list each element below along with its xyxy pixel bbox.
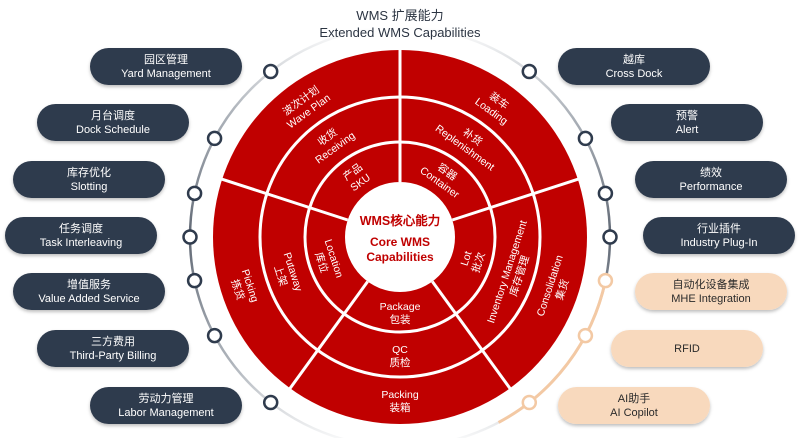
capability-label-en: Slotting bbox=[71, 181, 108, 193]
left-capability-2[interactable]: 库存优化 Slotting bbox=[13, 161, 165, 198]
left-connector-dot bbox=[262, 63, 279, 80]
capability-pill-bg bbox=[37, 104, 189, 141]
right-capability-0[interactable]: 越库 Cross Dock bbox=[558, 48, 710, 85]
capability-label-en: Yard Management bbox=[121, 68, 211, 80]
right-connector-dot bbox=[602, 229, 618, 245]
capability-pill-bg bbox=[611, 330, 763, 367]
right-connector-dot bbox=[577, 327, 594, 344]
left-connector-dot bbox=[206, 327, 223, 344]
capability-label-en: Value Added Service bbox=[38, 293, 139, 305]
capability-pill-bg bbox=[5, 217, 157, 254]
capability-label-en: Third-Party Billing bbox=[70, 350, 157, 362]
left-connector-dot bbox=[186, 272, 203, 289]
sector-divider bbox=[451, 177, 580, 222]
capability-label-zh: AI助手 bbox=[618, 391, 650, 405]
segment-label-line2: 质检 bbox=[390, 356, 411, 369]
left-capability-1[interactable]: 月台调度 Dock Schedule bbox=[37, 104, 189, 141]
capability-pill-bg bbox=[13, 273, 165, 310]
segment-label-line1: QC bbox=[392, 344, 408, 356]
segment-right-inner[interactable]: Lot批次 bbox=[458, 246, 488, 275]
segment-label-line2: 装箱 bbox=[390, 401, 411, 414]
capability-label-en: Industry Plug-In bbox=[680, 237, 757, 249]
core-title-en-1: Core WMS bbox=[370, 235, 430, 249]
capability-label-en: MHE Integration bbox=[671, 293, 750, 305]
capability-label-zh: 增值服务 bbox=[67, 277, 111, 291]
right-connector-dot bbox=[577, 130, 594, 147]
right-capability-3[interactable]: 行业插件 Industry Plug-In bbox=[643, 217, 795, 254]
left-capability-0[interactable]: 园区管理 Yard Management bbox=[90, 48, 242, 85]
capability-label-en: Cross Dock bbox=[606, 68, 663, 80]
capability-label-en: AI Copilot bbox=[610, 407, 658, 419]
segment-label-line1: Lot bbox=[459, 250, 475, 268]
right-capability-6[interactable]: AI助手 AI Copilot bbox=[558, 387, 710, 424]
segment-label-line2: 集货 bbox=[553, 278, 572, 302]
left-capability-4[interactable]: 增值服务 Value Added Service bbox=[13, 273, 165, 310]
left-connector-dot bbox=[186, 185, 203, 202]
core-wheel: WMS核心能力 Core WMS Capabilities 产品SKU收货Rec… bbox=[213, 49, 587, 424]
capability-label-zh: 越库 bbox=[623, 52, 645, 66]
sector-divider bbox=[220, 177, 349, 222]
capability-pill-bg bbox=[90, 387, 242, 424]
capability-pill-bg bbox=[558, 387, 710, 424]
capability-label-zh: 预警 bbox=[676, 108, 698, 122]
right-connector-dot bbox=[521, 63, 538, 80]
right-capability-5[interactable]: RFID bbox=[611, 330, 763, 367]
left-capability-6[interactable]: 劳动力管理 Labor Management bbox=[90, 387, 242, 424]
core-title-zh: WMS核心能力 bbox=[360, 213, 441, 228]
capability-label-zh: 行业插件 bbox=[697, 221, 741, 235]
left-capability-3[interactable]: 任务调度 Task Interleaving bbox=[5, 217, 157, 254]
segment-label-line1: Packing bbox=[381, 389, 419, 401]
core-center bbox=[345, 182, 455, 292]
segment-label-line1: Package bbox=[380, 301, 421, 313]
capability-label-zh: 园区管理 bbox=[144, 52, 188, 66]
capability-pill-bg bbox=[558, 48, 710, 85]
right-connector-dot bbox=[597, 272, 614, 289]
capability-label-en: RFID bbox=[674, 343, 700, 355]
capability-label-zh: 劳动力管理 bbox=[139, 391, 194, 405]
segment-label-line2: 批次 bbox=[469, 250, 488, 274]
capability-label-zh: 任务调度 bbox=[59, 221, 103, 235]
capability-label-zh: 绩效 bbox=[700, 165, 722, 179]
title-zh: WMS 扩展能力 bbox=[356, 8, 443, 23]
left-connector-dot bbox=[182, 229, 198, 245]
title-en: Extended WMS Capabilities bbox=[319, 25, 481, 40]
capability-pill-bg bbox=[13, 161, 165, 198]
left-connector-dot bbox=[206, 130, 223, 147]
outer-arc-peach bbox=[497, 280, 607, 424]
capability-label-en: Labor Management bbox=[118, 407, 213, 419]
right-capability-1[interactable]: 预警 Alert bbox=[611, 104, 763, 141]
capability-label-zh: 三方费用 bbox=[91, 334, 135, 348]
capability-pill-bg bbox=[643, 217, 795, 254]
right-capability-2[interactable]: 绩效 Performance bbox=[635, 161, 787, 198]
capability-label-en: Alert bbox=[676, 124, 699, 136]
sector-divider bbox=[431, 280, 512, 390]
segment-label-line2: 包装 bbox=[390, 313, 411, 326]
capability-pill-bg bbox=[90, 48, 242, 85]
core-title-en-2: Capabilities bbox=[366, 250, 434, 264]
right-capability-4[interactable]: 自动化设备集成 MHE Integration bbox=[635, 273, 787, 310]
capability-pill-bg bbox=[611, 104, 763, 141]
segment-label-line2: 库位 bbox=[312, 250, 331, 274]
capability-label-en: Task Interleaving bbox=[40, 237, 123, 249]
capability-label-zh: 月台调度 bbox=[91, 108, 135, 122]
capability-label-zh: 自动化设备集成 bbox=[673, 277, 750, 291]
capability-pill-bg bbox=[635, 161, 787, 198]
capability-label-en: Performance bbox=[680, 181, 743, 193]
capability-pill-bg bbox=[37, 330, 189, 367]
sector-divider bbox=[288, 280, 369, 390]
right-connector-dot bbox=[521, 394, 538, 411]
capability-pill-bg bbox=[635, 273, 787, 310]
segment-label-line2: 拣货 bbox=[228, 278, 247, 302]
right-connector-dot bbox=[597, 185, 614, 202]
left-connector-dot bbox=[262, 394, 279, 411]
capability-label-zh: 库存优化 bbox=[67, 165, 111, 179]
left-capability-5[interactable]: 三方费用 Third-Party Billing bbox=[37, 330, 189, 367]
capability-label-en: Dock Schedule bbox=[76, 124, 150, 136]
